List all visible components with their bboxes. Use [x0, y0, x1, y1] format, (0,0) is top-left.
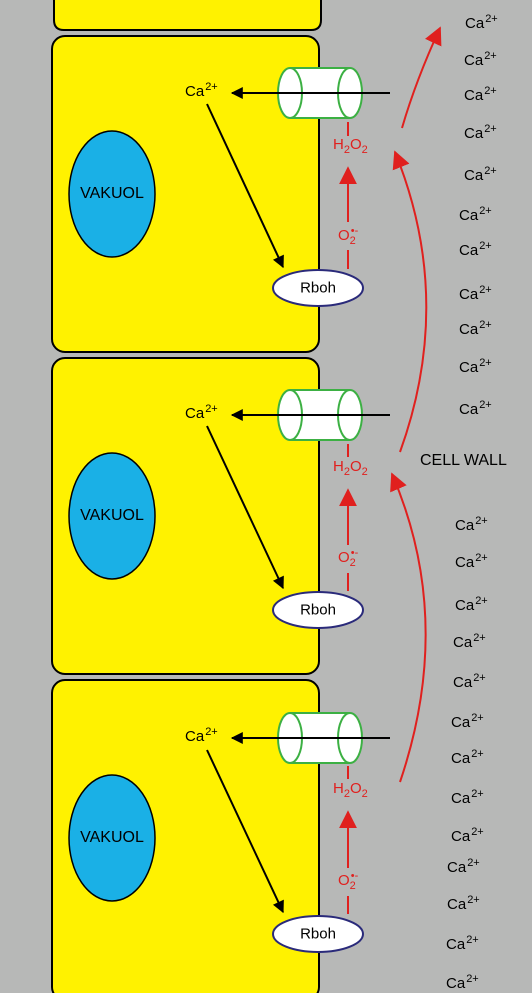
- vacuole-3: [68, 774, 156, 902]
- cell-2: [51, 357, 320, 675]
- vacuole-1: [68, 130, 156, 258]
- h2o2-diffusion-arrows: [390, 26, 442, 783]
- superoxide-label: O2•-: [338, 870, 359, 892]
- cell-3: [51, 679, 320, 993]
- cell-wall-label: CELL WALL: [420, 452, 507, 469]
- extracellular-calcium-label: Ca2+: [455, 552, 488, 571]
- superoxide-label: O2•-: [338, 547, 359, 569]
- calcium-activation-arrows: [206, 103, 284, 914]
- rboh-enzyme-2: [272, 591, 364, 629]
- extracellular-calcium-label: Ca2+: [453, 672, 486, 691]
- extracellular-calcium-label: Ca2+: [455, 595, 488, 614]
- extracellular-calcium-label: Ca2+: [453, 632, 486, 651]
- vacuole-label: VAKUOL: [80, 507, 144, 524]
- extracellular-calcium-label: Ca2+: [464, 123, 497, 142]
- extracellular-calcium-label: Ca2+: [459, 205, 492, 224]
- rboh-label: Rboh: [300, 279, 336, 297]
- rboh-label: Rboh: [300, 601, 336, 619]
- vacuole-label: VAKUOL: [80, 829, 144, 846]
- hydrogen-peroxide-label: H2O2: [333, 780, 368, 800]
- superoxide-label: O2•-: [338, 225, 359, 247]
- intracellular-calcium-label: Ca2+: [185, 81, 218, 100]
- extracellular-calcium-label: Ca2+: [464, 85, 497, 104]
- extracellular-calcium-label: Ca2+: [459, 319, 492, 338]
- extracellular-calcium-label: Ca2+: [446, 973, 479, 992]
- extracellular-calcium-label: Ca2+: [451, 788, 484, 807]
- rboh-enzyme-1: [272, 269, 364, 307]
- rboh-enzyme-3: [272, 915, 364, 953]
- cell-top-partial: [53, 0, 322, 31]
- rboh-label: Rboh: [300, 925, 336, 943]
- extracellular-calcium-label: Ca2+: [459, 399, 492, 418]
- extracellular-calcium-label: Ca2+: [447, 857, 480, 876]
- extracellular-calcium-label: Ca2+: [465, 13, 498, 32]
- hydrogen-peroxide-label: H2O2: [333, 458, 368, 478]
- intracellular-calcium-label: Ca2+: [185, 726, 218, 745]
- extracellular-calcium-label: Ca2+: [451, 826, 484, 845]
- extracellular-calcium-label: Ca2+: [459, 284, 492, 303]
- extracellular-calcium-label: Ca2+: [451, 748, 484, 767]
- vacuole-2: [68, 452, 156, 580]
- extracellular-calcium-label: Ca2+: [464, 50, 497, 69]
- extracellular-calcium-label: Ca2+: [451, 712, 484, 731]
- extracellular-calcium-label: Ca2+: [464, 165, 497, 184]
- extracellular-calcium-label: Ca2+: [459, 240, 492, 259]
- calcium-influx-arrows: [230, 87, 390, 744]
- extracellular-calcium-label: Ca2+: [455, 515, 488, 534]
- hydrogen-peroxide-label: H2O2: [333, 136, 368, 156]
- intracellular-calcium-label: Ca2+: [185, 403, 218, 422]
- extracellular-calcium-label: Ca2+: [459, 357, 492, 376]
- cell-1: [51, 35, 320, 353]
- extracellular-calcium-label: Ca2+: [447, 894, 480, 913]
- vacuole-label: VAKUOL: [80, 185, 144, 202]
- extracellular-calcium-label: Ca2+: [446, 934, 479, 953]
